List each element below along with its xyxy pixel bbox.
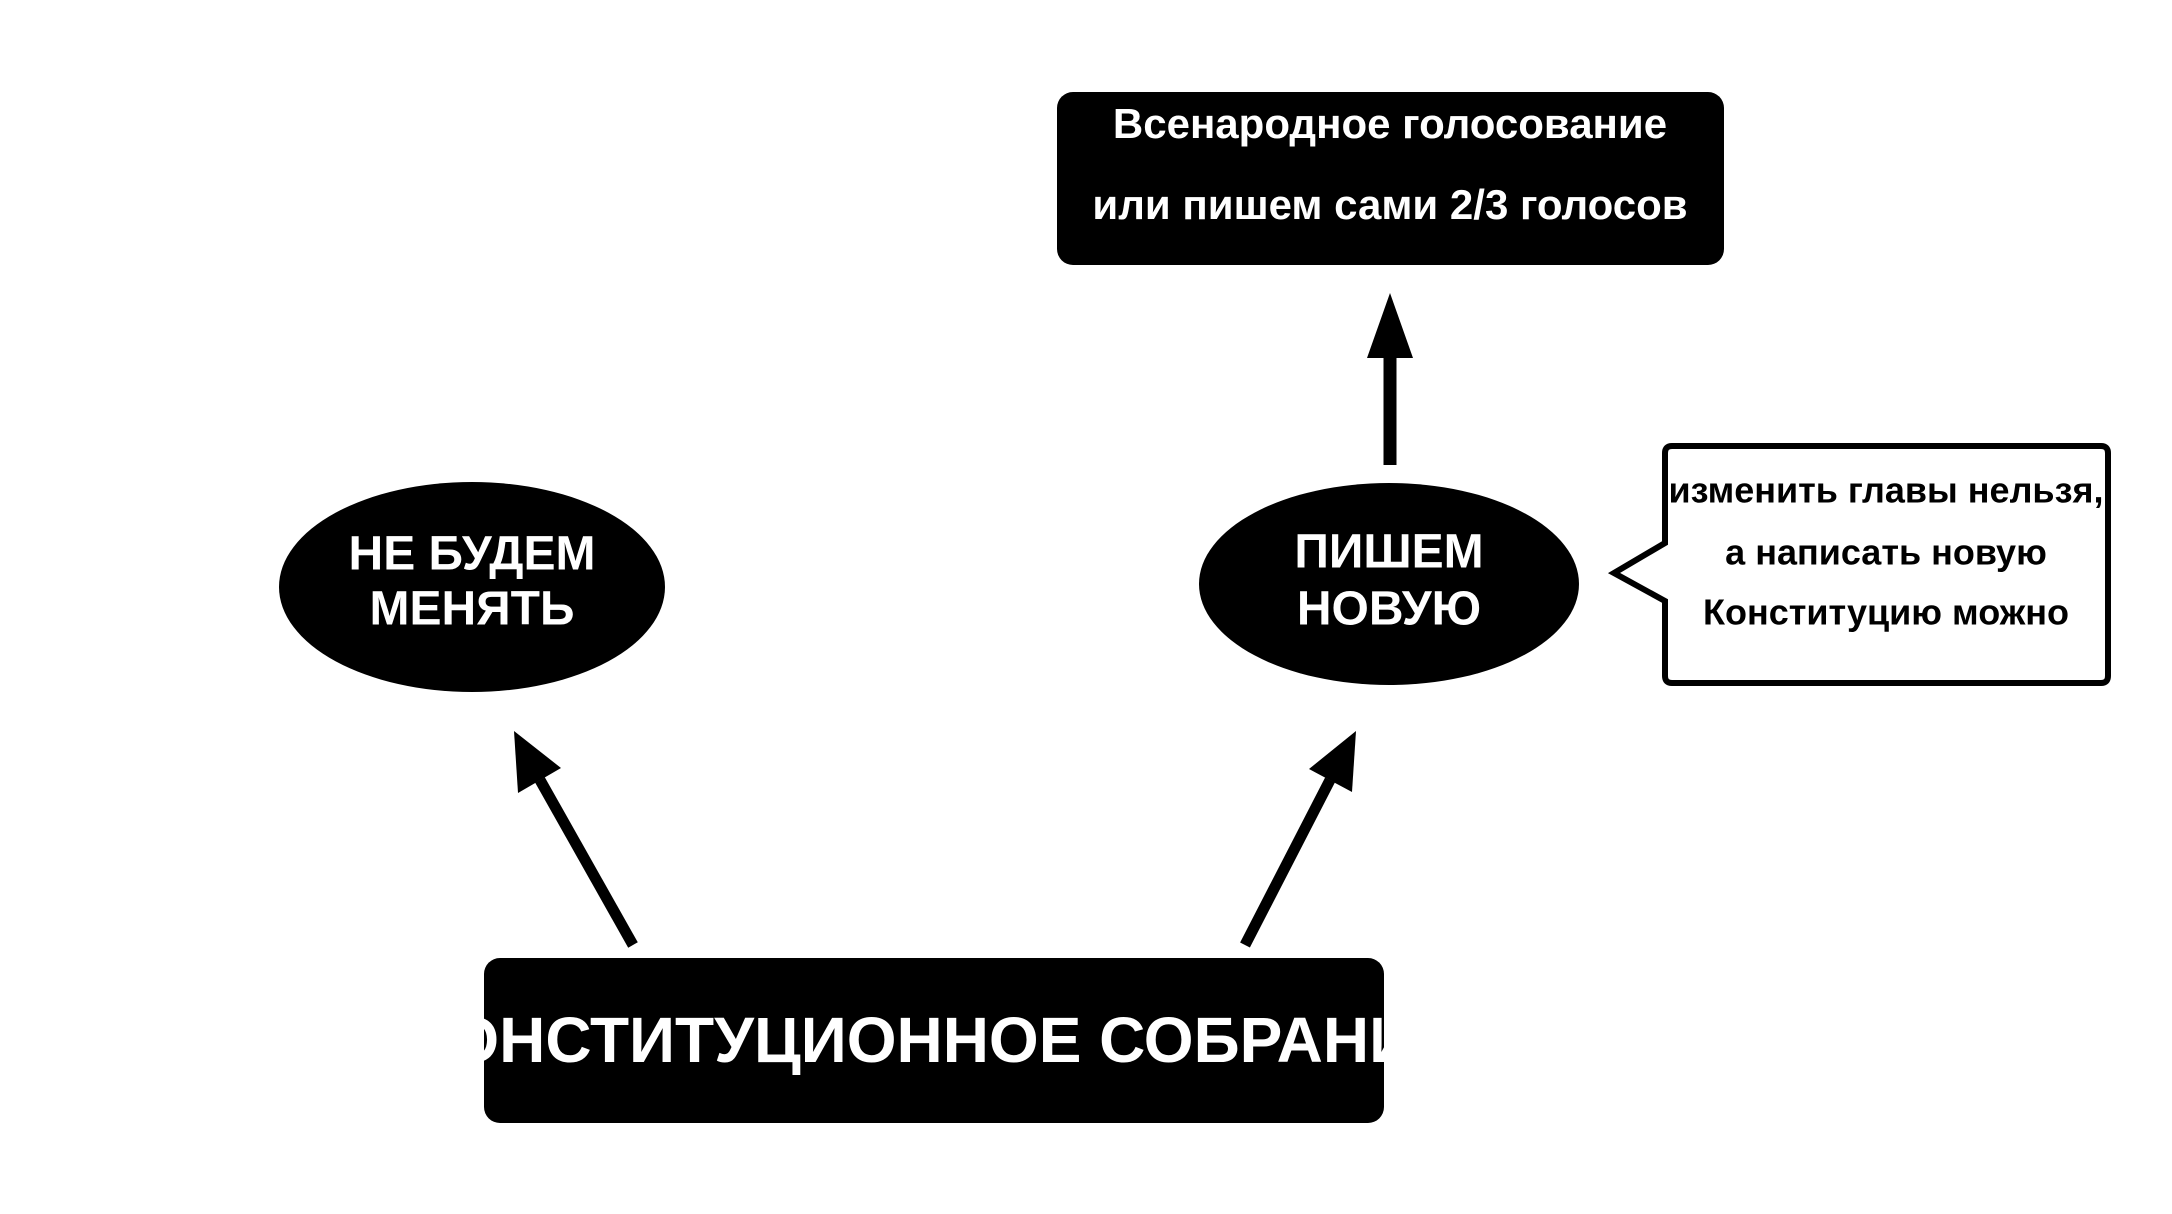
root-node: КОНСТИТУЦИОННОЕ СОБРАНИЕ — [410, 958, 1458, 1123]
left-option-node: НЕ БУДЕМ МЕНЯТЬ — [279, 482, 665, 692]
root-node-label: КОНСТИТУЦИОННОЕ СОБРАНИЕ — [410, 1004, 1458, 1076]
callout-line3: Конституцию можно — [1703, 592, 2069, 633]
callout-line2: а написать новую — [1725, 532, 2047, 573]
left-option-line2: МЕНЯТЬ — [370, 583, 575, 636]
left-option-line1: НЕ БУДЕМ — [349, 528, 596, 581]
top-result-node: Всенародное голосование или пишем сами 2… — [1057, 92, 1724, 265]
top-result-line2: или пишем сами 2/3 голосов — [1092, 181, 1687, 228]
right-option-node: ПИШЕМ НОВУЮ — [1199, 483, 1579, 685]
arrow-to-top-result — [1367, 293, 1413, 465]
arrow-to-right-option — [1240, 731, 1356, 948]
callout-line1: изменить главы нельзя, — [1669, 470, 2104, 511]
callout-bubble: изменить главы нельзя, а написать новую … — [1607, 443, 2111, 686]
right-option-line1: ПИШЕМ — [1294, 526, 1483, 579]
arrow-to-left-option — [514, 731, 638, 948]
right-option-line2: НОВУЮ — [1297, 583, 1481, 636]
top-result-line1: Всенародное голосование — [1113, 100, 1667, 147]
